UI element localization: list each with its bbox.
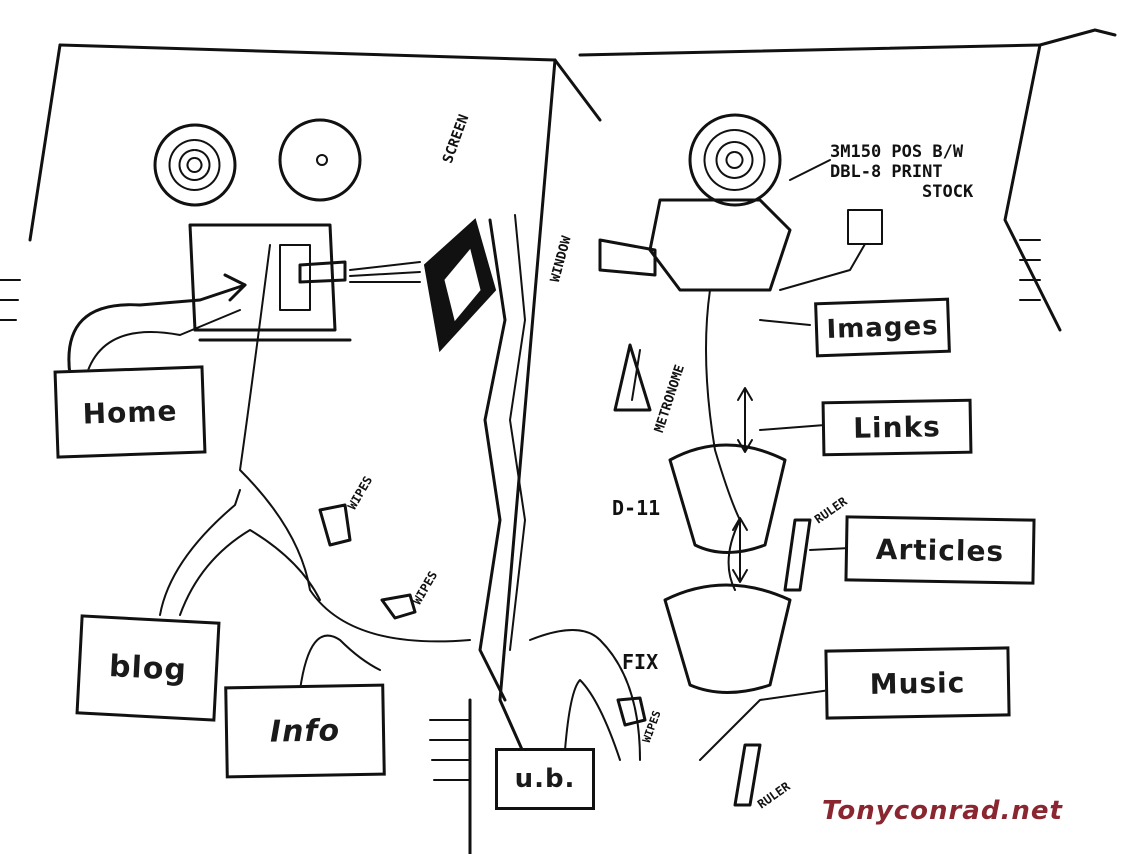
fix-label: FIX [622,650,659,674]
contact-printer-icon [598,113,883,292]
nav-articles-button[interactable]: Articles [844,515,1036,585]
nav-images-button[interactable]: Images [814,297,951,358]
film-stock-line3: STOCK [922,182,974,202]
projector-icon [188,223,421,342]
fix-bucket-icon [663,583,792,694]
nav-blog-button[interactable]: blog [75,614,221,722]
flow-wires [67,244,851,761]
ruler-icon [733,518,812,807]
nav-ub-button[interactable]: u.b. [495,748,595,810]
developer-bucket-icon [668,443,787,554]
nav-blog-label: blog [108,648,188,688]
nav-links-button[interactable]: Links [821,398,973,457]
nav-info-label: Info [269,712,341,750]
film-stock-line1: 3M150 POS B/W [830,142,964,162]
nav-music-label: Music [869,665,966,701]
nav-ub-label: u.b. [514,764,576,794]
nav-home-label: Home [82,393,178,431]
site-title: Tonyconrad.net [822,796,1063,826]
d11-label: D-11 [612,496,661,520]
nav-music-button[interactable]: Music [824,646,1011,720]
room-walls [0,28,1117,854]
film-reel-icon [153,118,362,207]
nav-home-button[interactable]: Home [53,365,207,459]
film-stock-line2: DBL-8 PRINT [830,162,943,182]
nav-info-button[interactable]: Info [224,683,386,779]
nav-articles-label: Articles [875,532,1005,568]
nav-images-label: Images [825,310,940,345]
nav-links-label: Links [852,410,942,445]
screen-icon [423,218,497,353]
metronome-icon [613,343,652,412]
